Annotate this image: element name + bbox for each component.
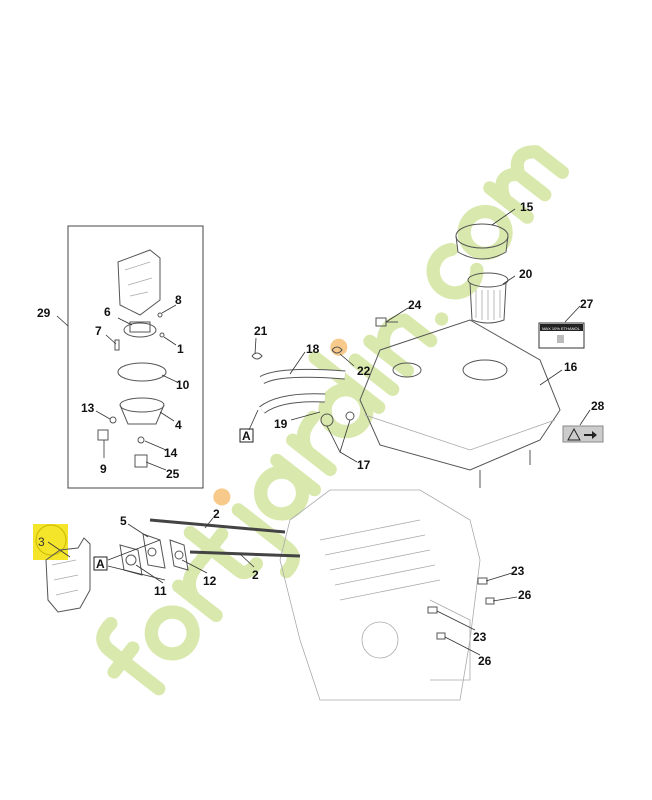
gasket-12[interactable] [169,539,189,571]
fuel-cap[interactable] [455,223,509,260]
washer-14[interactable] [137,436,145,444]
callout-5[interactable]: 5 [120,514,127,528]
pin-1[interactable] [159,332,165,338]
callout-9[interactable]: 9 [100,462,107,476]
float-bowl[interactable] [119,397,165,425]
callout-11[interactable]: 11 [154,584,167,598]
nut-23a[interactable] [477,577,488,585]
stud-2a[interactable] [149,518,286,534]
engine-block[interactable] [279,489,481,701]
carburetor-inset-box [67,225,204,489]
callout-4[interactable]: 4 [175,418,182,432]
bowl-bolt-25[interactable] [134,454,148,468]
callout-18[interactable]: 18 [306,342,320,356]
callout-3[interactable]: 3 [38,535,45,549]
nut-26a[interactable] [485,597,495,605]
reference-a-box-2 [93,556,108,571]
callout-23b[interactable]: 23 [473,630,487,644]
ethanol-decal[interactable]: MAX 10% ETHANOL [538,322,585,349]
float-bowl-gasket[interactable] [117,362,167,382]
nut-26b[interactable] [436,632,446,640]
fuel-line-18[interactable] [259,368,346,385]
carburetor-body[interactable] [117,249,161,316]
callout-14[interactable]: 14 [164,446,178,460]
callout-19[interactable]: 19 [274,417,288,431]
callout-10[interactable]: 10 [176,378,190,392]
carb-spacer-5[interactable] [142,533,166,569]
fuel-line-19[interactable] [259,393,326,414]
fuel-tank[interactable] [359,319,561,488]
carburetor-3[interactable] [45,537,91,613]
callout-labels: 15 20 24 27 16 28 21 18 22 19 17 A 29 6 … [37,200,605,668]
callout-2b[interactable]: 2 [252,568,259,582]
leader-lines [56,208,591,656]
needle-7[interactable] [114,339,120,351]
drain-screw-9[interactable] [97,429,109,441]
callout-23a[interactable]: 23 [511,564,525,578]
clamp-22[interactable] [331,346,343,354]
callout-24[interactable]: 24 [408,298,422,312]
ethanol-decal-text: MAX 10% ETHANOL [542,326,581,331]
washer-13[interactable] [109,416,117,424]
callout-17[interactable]: 17 [357,458,371,472]
callout-26a[interactable]: 26 [518,588,532,602]
callout-28[interactable]: 28 [591,399,605,413]
fuel-strainer[interactable] [467,272,509,324]
callout-27[interactable]: 27 [580,297,594,311]
callout-15[interactable]: 15 [520,200,534,214]
float-assembly[interactable] [123,321,157,338]
pin-8[interactable] [157,312,163,318]
gasket-11[interactable] [119,544,143,576]
callout-6[interactable]: 6 [104,305,111,319]
callout-16[interactable]: 16 [564,360,578,374]
callout-20[interactable]: 20 [519,267,533,281]
reference-a-2: A [96,557,105,571]
callout-21[interactable]: 21 [254,324,268,338]
callout-13[interactable]: 13 [81,401,95,415]
reference-a-box-1 [239,428,254,443]
callout-7[interactable]: 7 [95,324,102,338]
reference-a-1: A [242,429,251,443]
callout-26b[interactable]: 26 [478,654,492,668]
warning-decal[interactable] [562,425,604,443]
watermark-logo [96,145,569,696]
nut-23b[interactable] [427,606,438,614]
callout-3-circle [35,524,67,556]
callout-25[interactable]: 25 [166,467,180,481]
stud-2b[interactable] [189,550,301,558]
callout-2a[interactable]: 2 [213,507,220,521]
callout-22[interactable]: 22 [357,364,371,378]
callout-8[interactable]: 8 [175,293,182,307]
callout-29[interactable]: 29 [37,306,51,320]
callout-12[interactable]: 12 [203,574,217,588]
callout-1[interactable]: 1 [177,342,184,356]
clamp-21[interactable] [251,352,263,360]
